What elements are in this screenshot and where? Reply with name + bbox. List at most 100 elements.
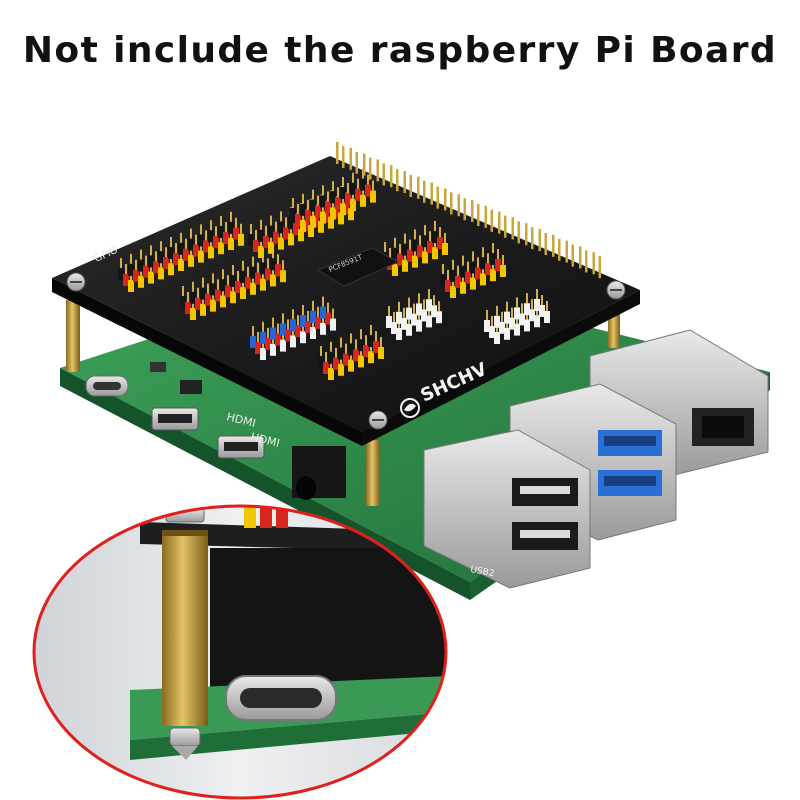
header-pin <box>404 233 406 244</box>
gpio-pin <box>531 227 534 250</box>
screw-icon <box>169 727 201 760</box>
header-pin-block <box>260 262 266 275</box>
header-pin <box>312 189 314 200</box>
gpio-pin <box>477 204 480 226</box>
header-pin <box>428 289 430 300</box>
header-pin-block <box>280 323 286 336</box>
header-pin <box>140 249 142 260</box>
header-pin-block <box>295 214 301 226</box>
header-pin-block <box>465 271 471 284</box>
header-pin-block <box>470 277 476 290</box>
header-pin <box>340 337 342 348</box>
header-pin <box>197 287 199 298</box>
header-pin-block <box>255 272 261 285</box>
header-pin-block <box>422 251 428 264</box>
header-pin-block <box>280 339 286 352</box>
header-pin-block <box>275 264 281 277</box>
header-pin-block <box>208 230 214 243</box>
header-pin-block <box>524 319 530 332</box>
header-pin <box>217 279 219 290</box>
header-pin-block <box>300 203 306 216</box>
header-pin-block <box>412 255 418 268</box>
header-pin-block <box>406 307 412 320</box>
header-pin-block <box>310 215 316 228</box>
header-pin <box>182 286 184 296</box>
gpio-pin <box>498 211 501 234</box>
header-pin-block <box>432 247 438 260</box>
hdmi-port-icon <box>151 407 199 431</box>
header-pin-block <box>230 291 236 304</box>
gpio-pin <box>417 176 420 199</box>
header-pin <box>195 234 197 245</box>
header-pin-block <box>524 303 530 316</box>
header-pin-block <box>188 238 194 251</box>
header-pin <box>375 331 377 341</box>
header-pin <box>516 297 518 308</box>
header-pin-block <box>373 341 379 353</box>
header-pin <box>467 261 469 272</box>
header-pin-block <box>308 225 314 237</box>
header-pin <box>335 347 337 358</box>
header-pin-block <box>128 280 134 292</box>
header-pin <box>320 346 322 356</box>
header-pin <box>212 273 214 284</box>
header-pin-block <box>258 246 264 258</box>
header-pin-block <box>328 351 334 364</box>
header-pin-block <box>445 280 451 292</box>
header-pin-block <box>260 278 266 291</box>
header-pin <box>384 242 386 252</box>
gpio-pin <box>565 240 568 263</box>
header-pin <box>536 289 538 299</box>
header-pin <box>257 332 259 342</box>
gpio-pin <box>436 186 439 209</box>
header-pin-block <box>273 231 279 244</box>
header-pin <box>225 222 227 232</box>
header-pin <box>297 204 299 214</box>
header-pin <box>312 300 314 311</box>
header-pin-block <box>278 221 284 234</box>
header-pin <box>380 337 382 347</box>
gpio-pin <box>444 188 447 211</box>
header-pin-block <box>295 325 301 338</box>
header-pin-block <box>240 270 246 283</box>
header-pin-block <box>233 227 239 240</box>
header-pin <box>355 339 357 350</box>
header-pin-block <box>300 331 306 344</box>
header-pin <box>526 293 528 304</box>
header-pin <box>325 352 327 362</box>
header-pin <box>413 303 415 314</box>
header-pin <box>496 305 498 316</box>
header-pin-block <box>290 208 296 220</box>
header-pin-block <box>158 251 164 264</box>
header-pin <box>403 307 405 318</box>
header-pin <box>130 253 132 264</box>
header-pin <box>240 223 242 234</box>
header-pin-block <box>397 253 403 266</box>
header-pin <box>452 259 454 270</box>
header-pin-block <box>293 223 299 236</box>
header-pin <box>270 215 272 226</box>
header-pin <box>192 281 194 292</box>
header-pin-block <box>539 305 545 317</box>
header-pin-block <box>504 311 510 324</box>
header-pin-block <box>325 312 331 325</box>
header-pin <box>155 251 157 262</box>
header-pin <box>252 256 254 267</box>
header-pin <box>370 325 372 335</box>
gpio-pin <box>471 200 474 222</box>
header-pin-block <box>315 205 321 218</box>
header-pin-block <box>504 327 510 340</box>
header-pin-block <box>358 355 364 368</box>
gpio-pin <box>409 175 412 197</box>
header-pin-block <box>490 269 496 282</box>
closeup-inset <box>32 504 448 800</box>
gpio-pin <box>390 165 393 188</box>
header-pin-block <box>406 323 412 336</box>
header-pin <box>292 198 294 208</box>
header-pin-block <box>544 311 550 323</box>
audio-jack-icon <box>292 446 346 500</box>
header-pin-block <box>238 233 244 246</box>
gpio-pin <box>355 151 358 174</box>
header-pin-block <box>310 327 316 339</box>
